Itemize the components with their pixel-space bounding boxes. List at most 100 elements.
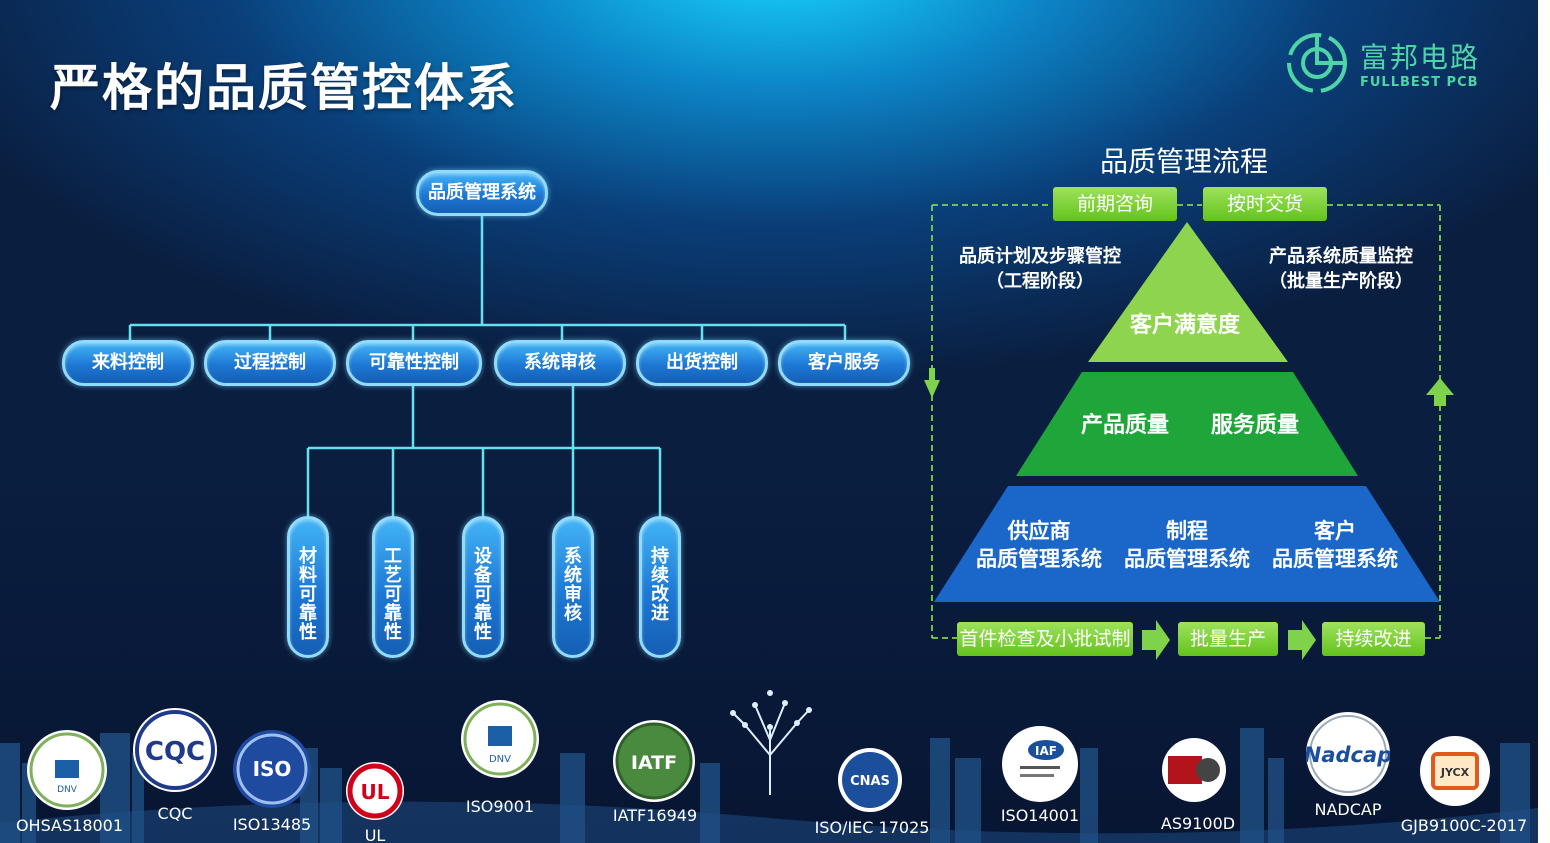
org-level1-item: 过程控制 [204, 340, 336, 386]
pyramid-top-label: 客户满意度 [1129, 313, 1240, 338]
left-note-line: 品质计划及步骤管控 [959, 246, 1121, 267]
certification-badge: JYCX [1420, 736, 1490, 806]
certification-badge: UL [346, 762, 404, 820]
left-note-line: （工程阶段） [986, 271, 1094, 292]
pyramid-base-line: 品质管理系统 [976, 547, 1102, 571]
step-first-article: 首件检查及小批试制 [957, 622, 1133, 656]
cert-label: ISO14001 [1000, 806, 1080, 825]
left-note: 品质计划及步骤管控 （工程阶段） [950, 244, 1130, 294]
cqc-badge-icon: CQC [135, 710, 215, 790]
certification-badge: ISO [233, 730, 311, 808]
step-consultation: 前期咨询 [1053, 187, 1177, 221]
pyramid-base-item: 客户 品质管理系统 [1260, 517, 1410, 573]
badge-text: JYCX [1440, 766, 1470, 779]
cert-label: UL [364, 826, 386, 843]
company-logo: 富邦电路 FULLBEST PCB [1282, 28, 1482, 98]
logo-icon [1287, 33, 1347, 93]
org-root-label: 品质管理系统 [428, 182, 536, 203]
org-chart-connectors [128, 215, 847, 518]
badge-text: DNV [489, 754, 511, 765]
ul-badge-icon: UL [347, 763, 403, 819]
arrow-right-icon [1142, 620, 1170, 660]
org-level1-label: 客户服务 [808, 352, 880, 373]
org-level2-label: 材料可靠性 [299, 546, 317, 643]
cert-label: AS9100D [1160, 814, 1236, 833]
iaf-badge-icon: IAF [1020, 740, 1064, 777]
org-level1-label: 系统审核 [524, 352, 596, 373]
org-level1-label: 出货控制 [666, 352, 738, 373]
certification-badge: Nadcap [1304, 712, 1392, 796]
arrow-right-icon [1288, 620, 1316, 660]
badge-text: DNV [57, 785, 78, 795]
org-level1-item: 客户服务 [778, 340, 910, 386]
right-note: 产品系统质量监控 （批量生产阶段） [1256, 244, 1426, 294]
nadcap-badge-icon: Nadcap [1304, 715, 1392, 793]
pyramid-mid-label: 产品质量 [1080, 413, 1169, 438]
org-level1-label: 来料控制 [92, 352, 164, 373]
org-level1-item: 可靠性控制 [346, 340, 482, 386]
step-delivery: 按时交货 [1203, 187, 1327, 221]
cnas-badge-icon: CNAS [842, 752, 898, 808]
badge-text: CQC [145, 737, 205, 767]
certification-badge: IATF [613, 720, 695, 802]
iatf-badge-icon: IATF [615, 722, 693, 800]
dnv-badge-icon: DNV [29, 732, 105, 808]
pyramid-base-item: 制程 品质管理系统 [1112, 517, 1262, 573]
org-level2-item: 持续改进 [639, 516, 681, 658]
arrow-up-icon [1426, 378, 1454, 395]
org-level2-label: 持续改进 [651, 546, 669, 624]
pyramid-base-line: 制程 [1166, 519, 1208, 543]
org-level2-label: 系统审核 [564, 546, 582, 624]
org-level1-item: 出货控制 [636, 340, 768, 386]
certification-badge: DNV [461, 700, 539, 778]
certification-badge [1162, 738, 1226, 802]
pyramid-mid-label: 服务质量 [1210, 413, 1299, 438]
certification-badge: IAF [1002, 726, 1078, 802]
org-level2-label: 设备可靠性 [474, 546, 492, 643]
org-level1-label: 过程控制 [234, 352, 306, 373]
org-level2-item: 材料可靠性 [287, 516, 329, 658]
pyramid-base-line: 品质管理系统 [1272, 547, 1398, 571]
jycx-badge-icon: JYCX [1431, 752, 1479, 790]
org-root: 品质管理系统 [416, 170, 548, 216]
logo-name-cn: 富邦电路 [1360, 41, 1481, 74]
right-note-line: 产品系统质量监控 [1269, 246, 1413, 267]
org-level2-label: 工艺可靠性 [384, 546, 402, 643]
org-level1-item: 系统审核 [494, 340, 626, 386]
pyramid-base-line: 供应商 [1007, 519, 1071, 543]
cert-label: ISO/IEC 17025 [814, 818, 930, 837]
org-level1-label: 可靠性控制 [369, 352, 459, 373]
org-level2-item: 工艺可靠性 [372, 516, 414, 658]
badge-text: CNAS [850, 774, 890, 789]
logo-name-en: FULLBEST PCB [1360, 75, 1479, 90]
org-level1-item: 来料控制 [62, 340, 194, 386]
badge-text: IATF [631, 752, 677, 774]
step-continuous-improvement: 持续改进 [1322, 622, 1425, 656]
pyramid-base [934, 486, 1440, 602]
cert-label: ISO13485 [232, 815, 312, 834]
pyramid-base-line: 客户 [1314, 519, 1356, 543]
org-level2-item: 设备可靠性 [462, 516, 504, 658]
as9100-badge-icon [1168, 756, 1220, 784]
tree-icon [730, 690, 812, 795]
step-mass-production: 批量生产 [1178, 622, 1278, 656]
pyramid-base-line: 品质管理系统 [1124, 547, 1250, 571]
cert-label: OHSAS18001 [15, 816, 124, 835]
badge-text: UL [361, 780, 390, 804]
cert-label: CQC [157, 804, 193, 823]
pyramid-base-item: 供应商 品质管理系统 [964, 517, 1114, 573]
cert-label: NADCAP [1314, 800, 1382, 819]
page-title: 严格的品质管控体系 [50, 59, 518, 117]
certification-badge: CQC [133, 708, 217, 792]
cert-label: ISO9001 [465, 797, 535, 816]
certification-badge: CNAS [838, 748, 902, 812]
flow-title: 品质管理流程 [1100, 145, 1269, 178]
badge-text: IAF [1035, 744, 1057, 758]
org-level2-item: 系统审核 [552, 516, 594, 658]
certification-badge: DNV [27, 730, 107, 810]
dnv-badge-icon: DNV [463, 702, 537, 776]
cert-label: GJB9100C-2017 [1400, 816, 1528, 835]
arrow-down-icon [924, 380, 940, 398]
